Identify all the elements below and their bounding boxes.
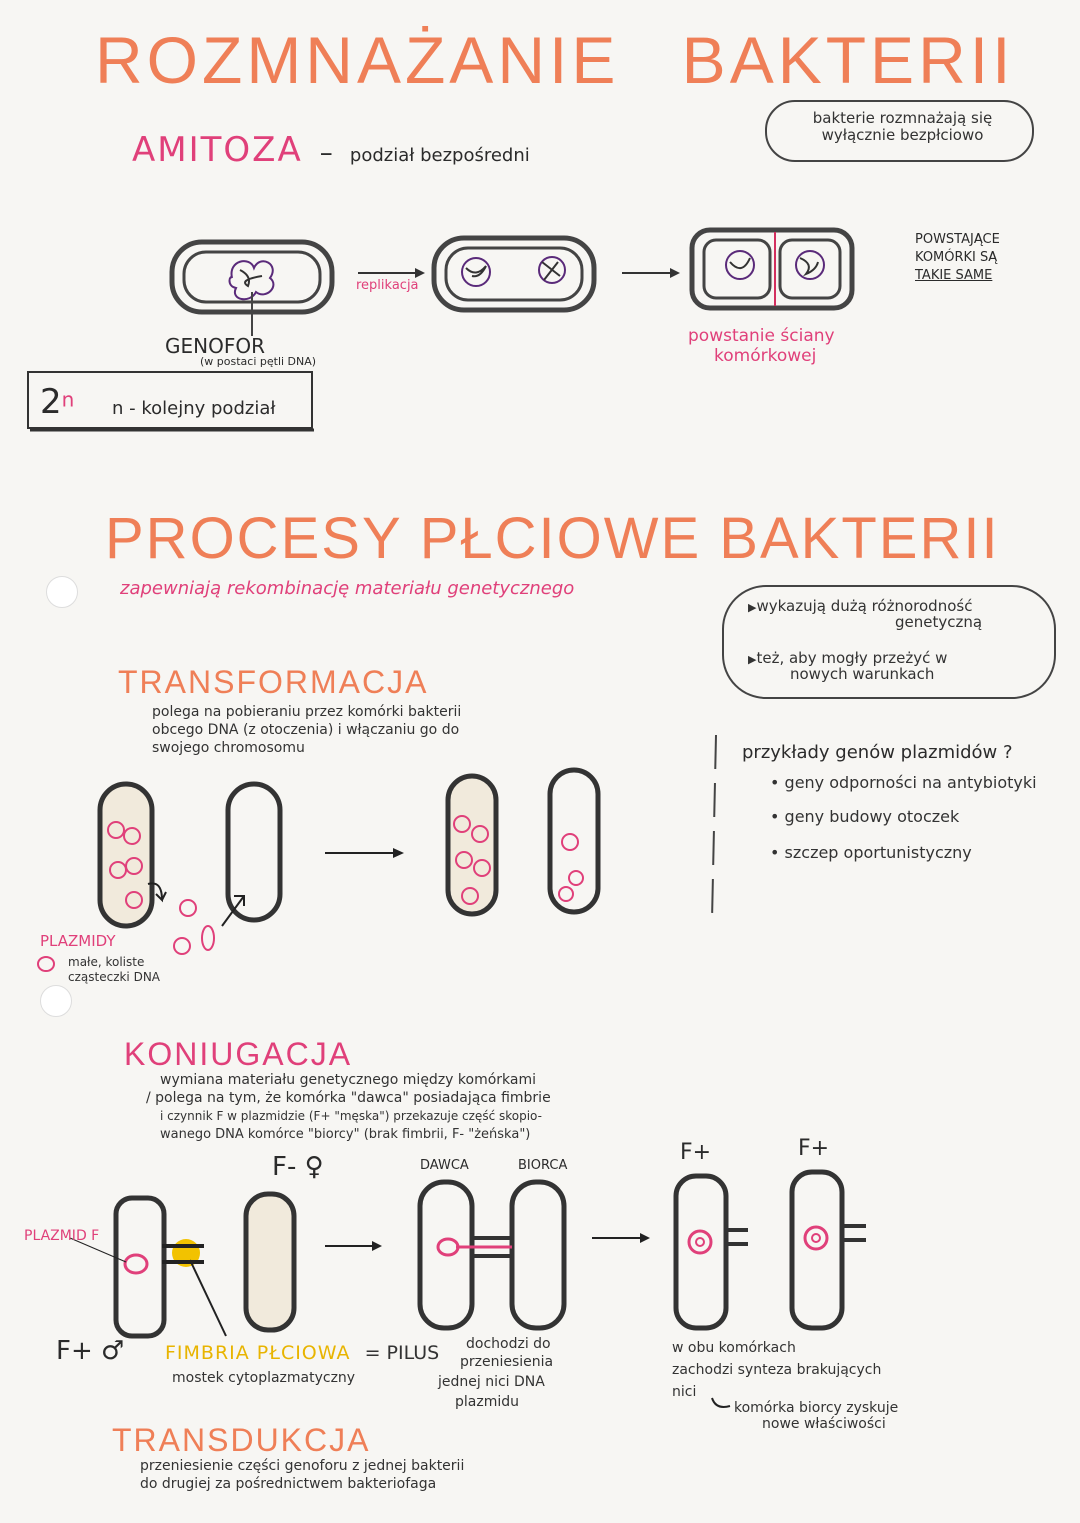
fimbria-label: FIMBRIA PŁCIOWA = PILUS [165, 1342, 440, 1364]
genofor-label: GENOFOR [165, 334, 265, 358]
result-line-3: TAKIE SAME [915, 268, 993, 283]
result-line-1: POWSTAJĄCE [915, 232, 1000, 247]
transformacja-desc-1: polega na pobieraniu przez komórki bakte… [152, 704, 462, 720]
example-2: • geny budowy otoczek [770, 807, 960, 826]
f-plus-result-2: F+ [798, 1136, 830, 1161]
biorca-label: BIORCA [518, 1158, 568, 1173]
transdukcja-desc-1: przeniesienie części genoforu z jednej b… [140, 1458, 465, 1474]
transdukcja-heading: TRANSDUKCJA [112, 1422, 371, 1458]
plazmidy-label: PLAZMIDY [40, 932, 116, 950]
amitoza-definition: podział bezpośredni [349, 145, 530, 166]
koniugacja-desc-2: / polega na tym, że komórka "dawca" posi… [146, 1090, 551, 1106]
plazmidy-desc-2: cząsteczki DNA [68, 970, 161, 984]
amitoza-dash: – [319, 138, 333, 168]
amitoza-heading: AMITOZA [132, 130, 303, 170]
wall-label-2: komórkowej [714, 346, 817, 366]
dawca-label: DAWCA [420, 1158, 469, 1173]
pilus-desc-3: jednej nici DNA [438, 1374, 545, 1390]
cloud-bezplciowo-text: bakterie rozmnażają się wyłącznie bezpłc… [812, 109, 993, 144]
koniugacja-desc-1: wymiana materiału genetycznego między ko… [160, 1072, 536, 1088]
example-1: • geny odporności na antybiotyki [770, 773, 1037, 792]
replication-label: replikacja [356, 278, 419, 293]
konj-pair [417, 1179, 567, 1331]
procesy-title: PROCESY PŁCIOWE BAKTERII [105, 506, 1000, 571]
transformacja-heading: TRANSFORMACJA [118, 664, 429, 700]
page-title: ROZMNAŻANIE BAKTERII [95, 23, 1015, 97]
transformacja-desc-2: obcego DNA (z otoczenia) i włączaniu go … [152, 722, 460, 738]
cloud-variety-2: też, aby mogły przeżyć w [748, 650, 947, 668]
procesy-subtitle: zapewniają rekombinację materiału genety… [120, 578, 575, 599]
cloud-variety-2b: nowych warunkach [790, 665, 935, 683]
synthesis-1: w obu komórkach [672, 1340, 796, 1356]
koniugacja-heading: KONIUGACJA [124, 1036, 353, 1072]
konj-result-1 [673, 1173, 748, 1331]
cloud-variety [722, 585, 1056, 699]
result-line-2: KOMÓRKI SĄ [915, 250, 998, 265]
transform-cell-3 [445, 773, 499, 917]
fimbria-desc: mostek cytoplazmatyczny [172, 1370, 356, 1386]
transformacja-desc-3: swojego chromosomu [152, 740, 305, 756]
formula-desc: n - kolejny podział [112, 398, 276, 419]
plazmid-f-label: PLAZMID F [24, 1228, 100, 1244]
pilus-desc-1: dochodzi do [466, 1336, 551, 1352]
pilus-desc-4: plazmidu [455, 1394, 519, 1410]
cloud-bezplciowo [765, 100, 1034, 162]
transform-cell-1 [97, 781, 167, 929]
transform-cell-2 [221, 781, 283, 927]
f-minus-female: F- ♀ [272, 1152, 324, 1182]
genofor-note: (w postaci pętli DNA) [200, 355, 317, 368]
koniugacja-desc-3: i czynnik F w plazmidzie (F+ "męska") pr… [160, 1109, 542, 1123]
transdukcja-desc-2: do drugiej za pośrednictwem bakteriofaga [140, 1476, 437, 1492]
konj-cell-recipient [243, 1191, 297, 1333]
synthesis-3: nici [672, 1384, 697, 1400]
synthesis-5: nowe właściwości [762, 1416, 886, 1432]
example-3: • szczep oportunistyczny [770, 843, 972, 862]
cloud-variety-1b: genetyczną [895, 613, 983, 631]
cell-1 [169, 239, 335, 336]
cell-2 [431, 235, 597, 313]
konj-result-2 [789, 1169, 866, 1331]
f-plus-result-1: F+ [680, 1140, 712, 1165]
wall-label-1: powstanie ściany [688, 326, 835, 346]
cell-3 [689, 227, 855, 311]
formula-2n: 2n [40, 382, 75, 422]
transform-cell-4 [547, 767, 601, 915]
pilus-desc-2: przeniesienia [460, 1354, 554, 1370]
binder-hole-bottom [40, 985, 72, 1017]
f-plus-male: F+ ♂ [56, 1336, 125, 1366]
synthesis-2: zachodzi synteza brakujących [672, 1362, 882, 1378]
konj-cell-donor [69, 1195, 227, 1339]
cloud-variety-1: wykazują dużą różnorodność [748, 598, 972, 616]
plazmidy-desc-1: małe, koliste [68, 955, 145, 969]
binder-hole-top [46, 576, 78, 608]
synthesis-4: komórka biorcy zyskuje [734, 1400, 899, 1416]
examples-head: przykłady genów plazmidów ? [742, 742, 1013, 763]
koniugacja-desc-4: wanego DNA komórce "biorcy" (brak fimbri… [160, 1127, 531, 1142]
